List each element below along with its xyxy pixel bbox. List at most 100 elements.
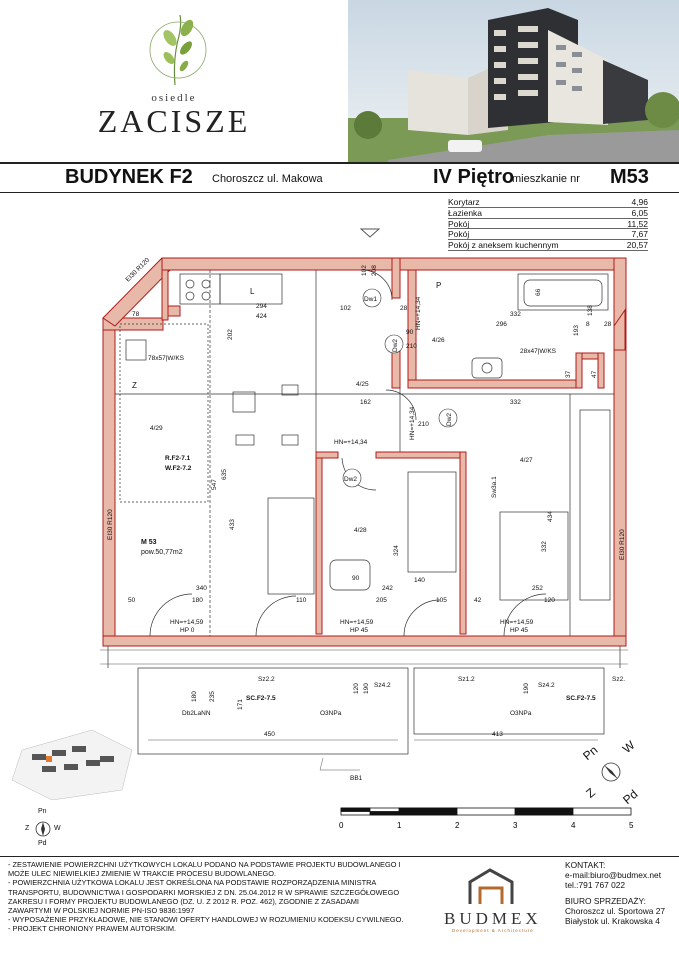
room-code: 4/27 bbox=[520, 457, 533, 464]
wardrobe-label: L bbox=[250, 287, 255, 296]
compass-rose-icon bbox=[601, 762, 621, 782]
dimension: 180 bbox=[192, 597, 203, 604]
dimension: 324 bbox=[393, 545, 400, 556]
developer-name: BUDMEX bbox=[444, 909, 542, 928]
footer-divider bbox=[0, 856, 679, 857]
height-label: HN=+14,59 bbox=[340, 619, 374, 626]
element-code: Sz1.2 bbox=[458, 676, 475, 683]
room-code: 4/26 bbox=[432, 337, 445, 344]
note-line: - ZESTAWIENIE POWIERZCHNI UŻYTKOWYCH LOK… bbox=[8, 860, 401, 869]
site-mini-map bbox=[11, 729, 133, 800]
dimension: 208 bbox=[371, 265, 378, 276]
dimension: 102 bbox=[361, 265, 368, 276]
element-code: Sz4.2 bbox=[374, 682, 391, 689]
dimension: 140 bbox=[414, 577, 425, 584]
entry-marker-icon bbox=[360, 228, 380, 238]
dimension: 635 bbox=[221, 469, 228, 480]
dimension: 205 bbox=[376, 597, 387, 604]
dimension: 332 bbox=[541, 541, 548, 552]
element-code: Sz2.2 bbox=[258, 676, 275, 683]
leaf-logo-icon bbox=[149, 14, 207, 86]
dimension: 547 bbox=[211, 479, 218, 490]
dimension: 210 bbox=[418, 421, 429, 428]
height-label: HN=+14,34 bbox=[415, 296, 422, 330]
dimension: 424 bbox=[256, 313, 267, 320]
contact-phone[interactable]: tel.:791 767 022 bbox=[565, 880, 626, 890]
apartment-number: M53 bbox=[610, 166, 649, 188]
dimension: 120 bbox=[544, 597, 555, 604]
compass-rose-icon bbox=[35, 821, 51, 837]
element-code: Sz4.2 bbox=[538, 682, 555, 689]
dimension: 242 bbox=[382, 585, 393, 592]
dimension: 202 bbox=[227, 329, 234, 340]
floor-plan: EI30 R120 EI30 R120 EI30 R120 4/29 4/25 … bbox=[11, 256, 628, 800]
dimension: 193 bbox=[573, 325, 580, 336]
header-divider bbox=[0, 162, 679, 164]
scale-tick: 4 bbox=[571, 821, 576, 830]
vent-label: 28x47|W/KS bbox=[520, 348, 557, 355]
contact-email[interactable]: e-mail:biuro@budmex.net bbox=[565, 870, 662, 880]
disclaimer-notes: - ZESTAWIENIE POWIERZCHNI UŻYTKOWYCH LOK… bbox=[8, 860, 433, 934]
contact-title: KONTAKT: bbox=[565, 860, 606, 870]
room-code: 4/29 bbox=[150, 425, 163, 432]
wall-south bbox=[102, 635, 627, 647]
wall-north-left bbox=[161, 257, 393, 271]
dimension: 332 bbox=[510, 311, 521, 318]
height-label: HN=+14,34 bbox=[409, 406, 416, 440]
door-label: Dw2 bbox=[344, 476, 357, 483]
note-line: MOŻE ULEC NIEWIELKIEJ ZMIENIE W TRAKCIE … bbox=[8, 869, 277, 879]
note-line: - WYPOSAŻENIE PRZYKŁADOWE, NIE STANOWI O… bbox=[8, 915, 404, 925]
dimension: 105 bbox=[436, 597, 447, 604]
dimension: 102 bbox=[340, 305, 351, 312]
building-title: BUDYNEK F2 bbox=[65, 166, 193, 188]
element-code: Sz2. bbox=[612, 676, 625, 683]
room-code: 4/25 bbox=[356, 381, 369, 388]
room-code: 4/28 bbox=[354, 527, 367, 534]
dimension: 332 bbox=[510, 399, 521, 406]
dimension: 110 bbox=[296, 597, 307, 604]
logo-area: osiedle ZACISZE bbox=[0, 0, 348, 162]
height-label: HN=+14,59 bbox=[500, 619, 534, 626]
scale-tick: 5 bbox=[629, 821, 634, 830]
unit-area: pow.50,77m2 bbox=[141, 549, 183, 556]
height-label: HN=+14,34 bbox=[334, 439, 368, 446]
dimension: 296 bbox=[496, 321, 507, 328]
element-code: O3NPa bbox=[320, 710, 342, 717]
closet-label: Z bbox=[132, 381, 137, 390]
scale-tick: 3 bbox=[513, 821, 518, 830]
wall-code: R.F2-7.1 bbox=[165, 455, 191, 462]
scale-tick: 0 bbox=[339, 821, 344, 830]
height-label: HP 45 bbox=[350, 627, 368, 634]
contact-block: KONTAKT: e-mail:biuro@budmex.net tel.:79… bbox=[565, 860, 665, 926]
dimension: 138 bbox=[587, 305, 594, 316]
dimension: 252 bbox=[532, 585, 543, 592]
office-address: Choroszcz ul. Sportowa 27 bbox=[565, 906, 666, 916]
dimension: 294 bbox=[256, 303, 267, 310]
note-line: ZAWARTYMI W POLSKIEJ NORMIE PN-ISO 9836:… bbox=[8, 906, 195, 916]
dimension: 90 bbox=[352, 575, 360, 582]
note-line: ZAKRESU I FORMY PROJEKTU BUDOWLANEGO (DZ… bbox=[8, 896, 359, 906]
wardrobe-code: Sw3a.1 bbox=[491, 476, 498, 498]
budmex-logo-icon bbox=[468, 868, 514, 904]
building-address: Choroszcz ul. Makowa bbox=[212, 173, 323, 185]
door-label: Dw2 bbox=[446, 413, 453, 426]
dimension: 37 bbox=[565, 370, 572, 378]
note-line: TRANSPORTU, BUDOWNICTWA I GOSPODARKI MOR… bbox=[8, 887, 400, 897]
note-line: - POWIERZCHNIA UŻYTKOWA LOKALU JEST OKRE… bbox=[8, 878, 377, 888]
dimension: 190 bbox=[363, 683, 370, 694]
dimension: 235 bbox=[209, 691, 216, 702]
door-label: Dw1 bbox=[364, 296, 377, 303]
header-divider-2 bbox=[0, 192, 679, 193]
fire-rating-label: EI30 R120 bbox=[619, 529, 626, 560]
logo-small-text: osiedle bbox=[151, 92, 197, 104]
developer-subtitle: Development & Architecture bbox=[452, 928, 534, 933]
height-label: HP 0 bbox=[180, 627, 195, 634]
dimension: 340 bbox=[196, 585, 207, 592]
dimension: 413 bbox=[492, 731, 503, 738]
height-label: HP 45 bbox=[510, 627, 528, 634]
dimension: 8 bbox=[586, 321, 590, 328]
